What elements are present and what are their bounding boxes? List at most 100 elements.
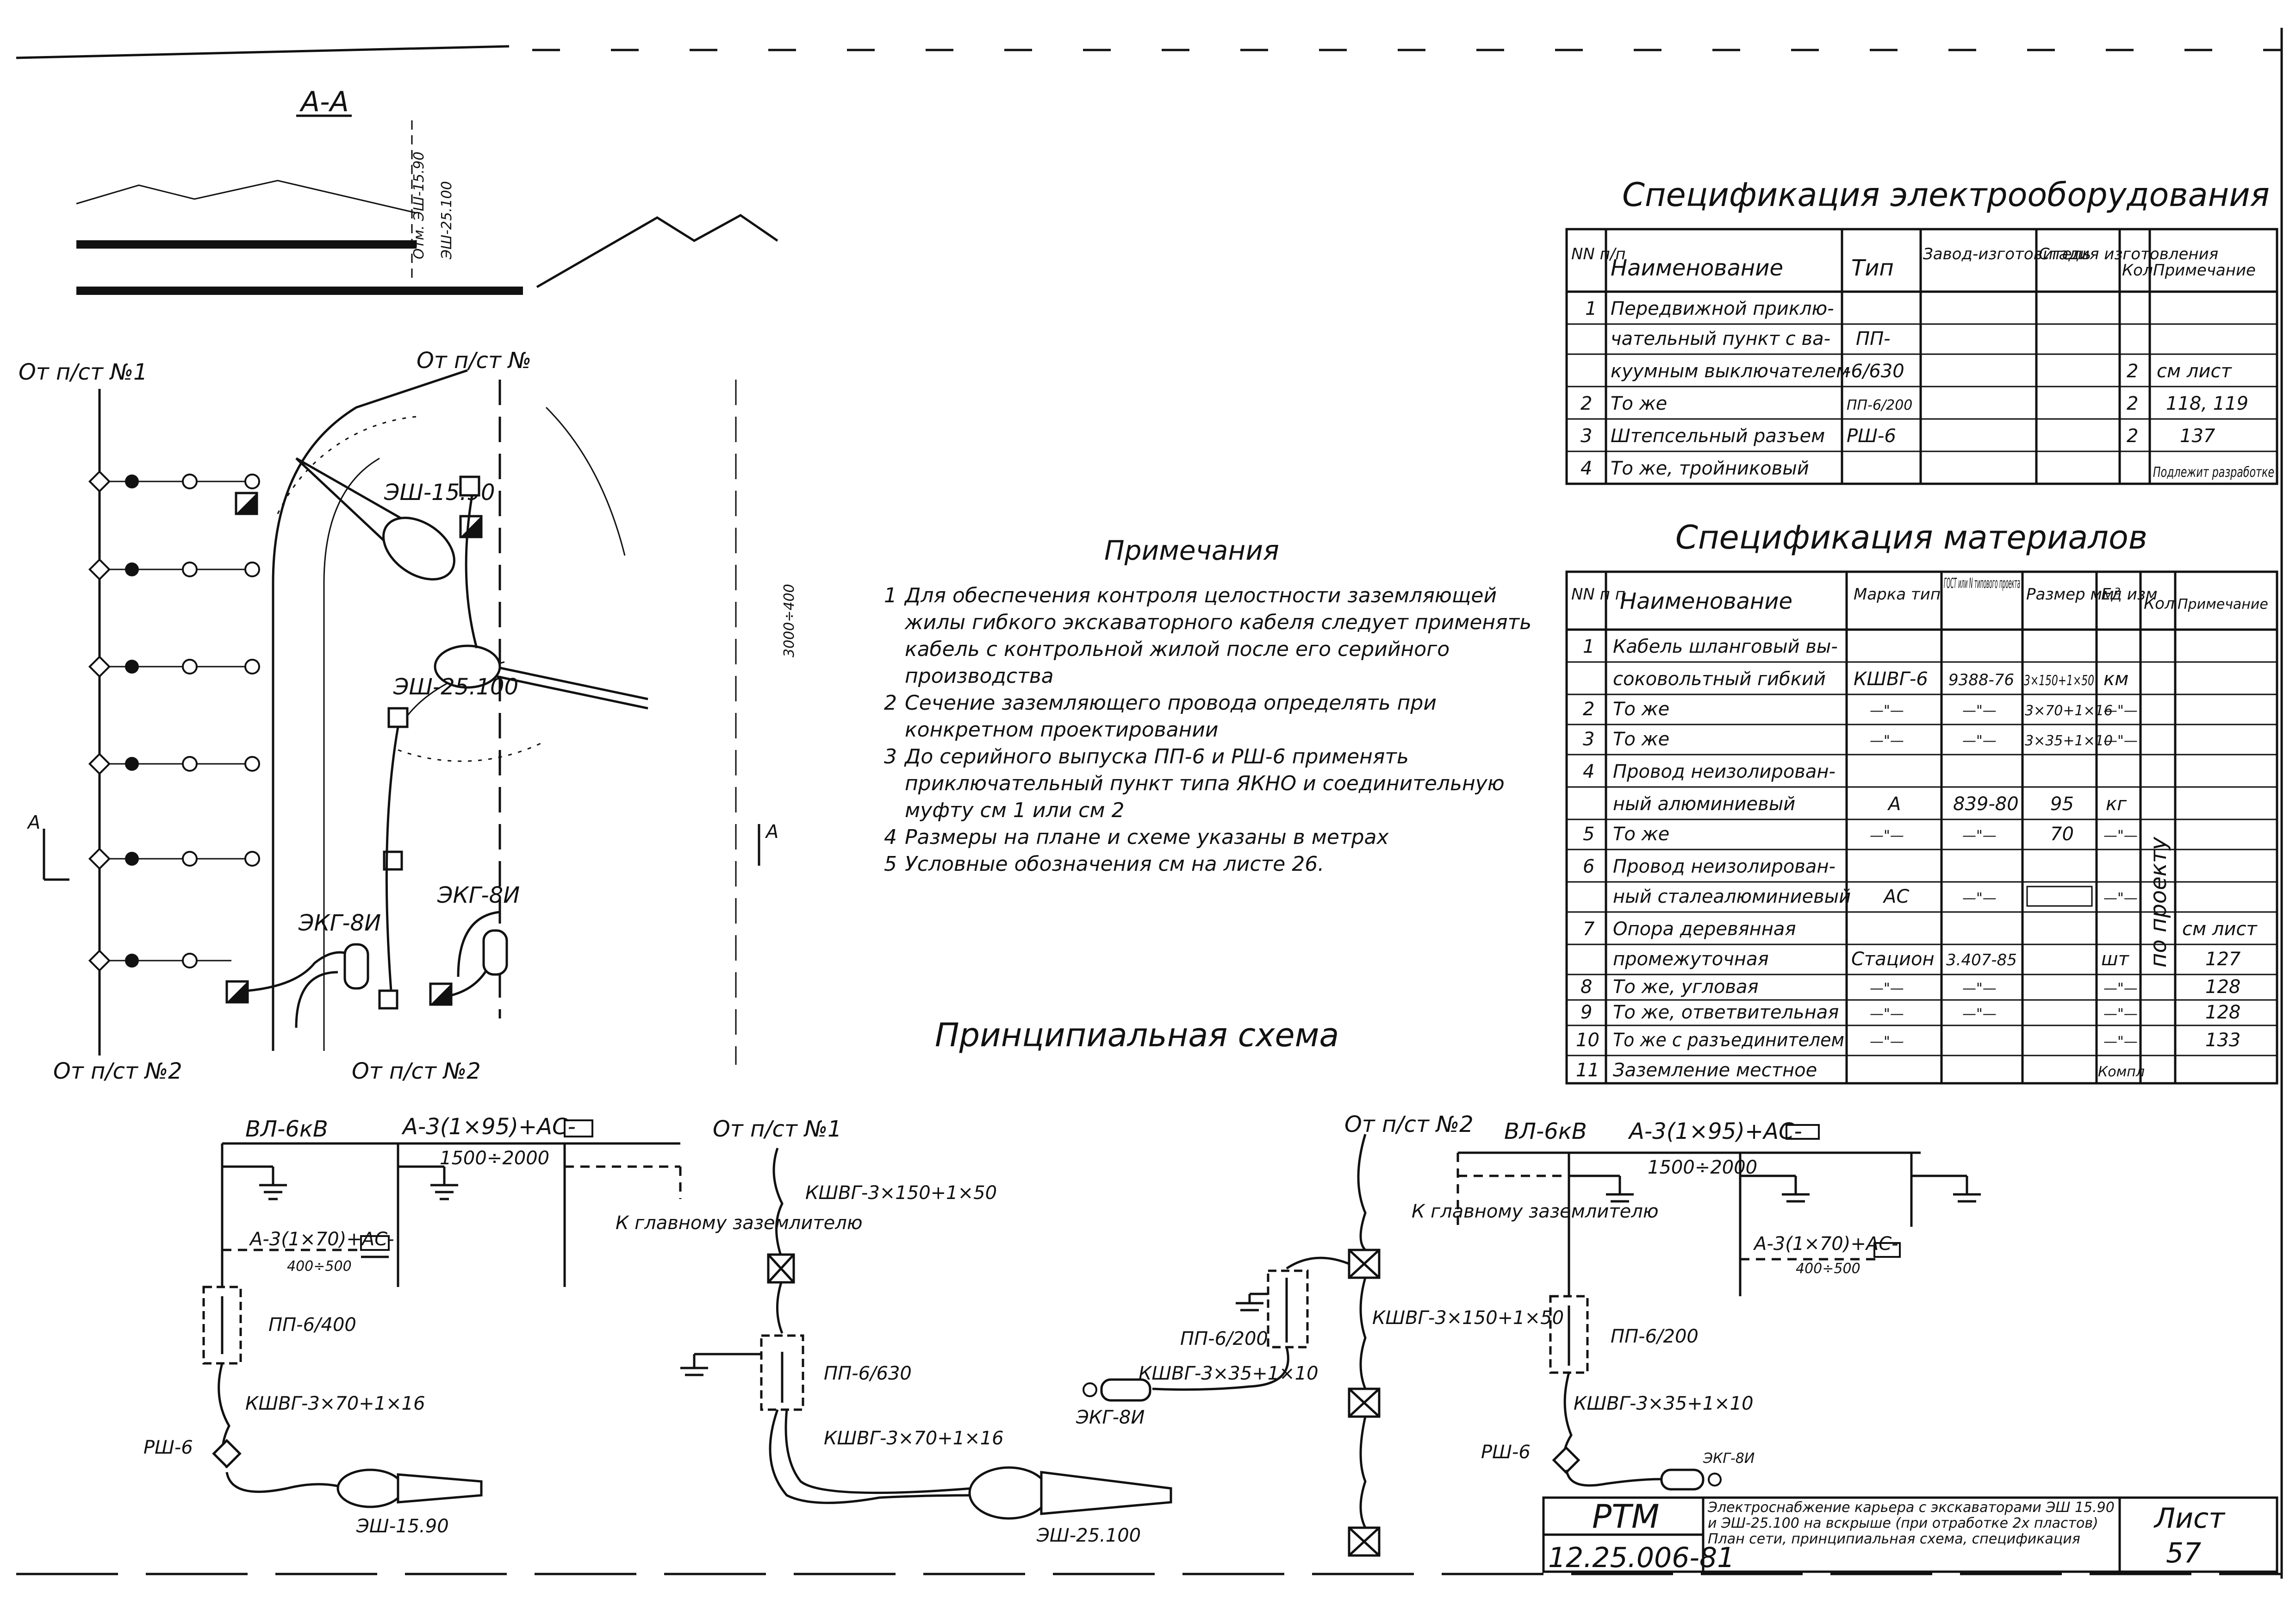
title-block: РТМ 12.25.006-81 Электроснабжение карьер…: [1542, 1496, 2278, 1574]
plan-ekg-b: ЭКГ-8И: [437, 882, 520, 908]
mat-r5-size: 95: [2050, 793, 2074, 815]
note-number: 2: [884, 691, 897, 715]
mat-r10-unit: шт: [2101, 949, 2130, 970]
mat-r14-num: 11: [1576, 1060, 1599, 1081]
eq-h-num: NN п/п: [1571, 245, 1626, 263]
section-label: А-А: [299, 86, 349, 118]
note-item: 3 До серийного выпуска ПП-6 и РШ-6 приме…: [884, 743, 1546, 824]
mat-r3-size: 3×35+1×10: [2025, 733, 2113, 749]
sch-left-machine: ЭШ-15.90: [356, 1516, 449, 1537]
mat-r8-brand: АС: [1882, 886, 1909, 907]
sch-left-cable: КШВГ-3×70+1×16: [245, 1393, 425, 1414]
mat-r11-gost: —"—: [1962, 981, 1997, 997]
mat-r5-brand: А: [1887, 793, 1901, 815]
mat-r8-unit: —"—: [2103, 890, 2138, 906]
mat-r10-brand: Стацион: [1851, 949, 1935, 970]
sch-left-rsh: РШ-6: [143, 1437, 193, 1458]
mat-r13-note: 133: [2205, 1030, 2240, 1051]
plan-esh25-label: ЭШ-25.100: [393, 674, 518, 700]
plan-dim-vertical: 3000÷400: [781, 584, 797, 657]
mat-r1-gost: 9388-76: [1948, 671, 2014, 689]
mat-r10-name: промежуточная: [1613, 949, 1769, 970]
mat-r4-num: 4: [1583, 761, 1594, 782]
sch-left-line: ВЛ-6кВ: [245, 1116, 328, 1142]
plan-switch-points: [225, 475, 483, 1010]
mat-r8-size-box: [2026, 886, 2093, 907]
sch-right-rsh: РШ-6: [1481, 1442, 1531, 1463]
mat-r8-name: ный сталеалюминиевый: [1613, 886, 1851, 907]
mat-r3-gost: —"—: [1962, 733, 1997, 749]
eq-r2-qty: 2: [2127, 361, 2138, 382]
mat-r1-size: 3×150+1×50: [2024, 673, 2094, 689]
sch-right-ground-1: К главному заземлителю: [1412, 1201, 1659, 1222]
sch-center-pp: ПП-6/200: [1180, 1328, 1268, 1349]
level-label-2: ЭШ-25.100: [439, 181, 455, 260]
section-a-a: А-А Отм. ЭШ-15.90 ЭШ-25.100: [76, 86, 778, 295]
tb-code-top: РТМ: [1592, 1498, 1659, 1536]
mat-r1-name: соковольтный гибкий: [1613, 668, 1826, 690]
note-text: Условные обозначения см на листе 26.: [905, 852, 1325, 876]
mat-r6-size: 70: [2050, 824, 2074, 845]
schematic-title: Принципиальная схема: [935, 1016, 1339, 1054]
sch-mid-cable-main: КШВГ-3×150+1×50: [805, 1182, 997, 1204]
sch-right-wire: А-3(1×95)+АС-: [1628, 1118, 1802, 1144]
eq-r3-type: ПП-6/200: [1847, 397, 1912, 413]
mat-h-name: Наименование: [1620, 588, 1792, 614]
mat-r12-note: 128: [2205, 1002, 2240, 1023]
sch-left-wire: А-3(1×95)+АС-: [401, 1114, 576, 1140]
eq-h-factory: Завод-изготовитель: [1923, 245, 2091, 263]
mat-r0-name: Кабель шланговый вы-: [1613, 636, 1838, 657]
mat-r12-brand: —"—: [1870, 1006, 1904, 1022]
mat-r14-name: Заземление местное: [1613, 1060, 1817, 1081]
mat-h-size: Размер мм²: [2026, 585, 2121, 604]
mat-r6-name: То же: [1613, 824, 1669, 845]
mat-r3-name: То же: [1613, 729, 1669, 750]
mat-r5-gost: 839-80: [1953, 793, 2019, 815]
eq-h-note: Примечание: [2153, 261, 2256, 280]
plan-from-ps2-bottom: От п/ст №2: [352, 1058, 481, 1084]
notes-title: Примечания: [1104, 535, 1279, 566]
mat-r3-brand: —"—: [1870, 733, 1904, 749]
esh-15-90-plan: [277, 416, 455, 581]
section-mark-a: [43, 824, 760, 881]
sheet-frame: [16, 28, 2283, 1579]
tb-description: Электроснабжение карьера с экскаваторами…: [1708, 1500, 2115, 1547]
mat-r1-brand: КШВГ-6: [1854, 668, 1928, 690]
eq-r0-name: Передвижной приклю-: [1611, 298, 1834, 319]
sch-right-branch-span: 400÷500: [1796, 1261, 1860, 1277]
mat-r14-unit: Компл: [2098, 1064, 2145, 1080]
sch-center-machine: ЭКГ-8И: [1076, 1407, 1145, 1428]
note-item: 4 Размеры на плане и схеме указаны в мет…: [884, 824, 1546, 851]
mat-r6-unit: —"—: [2103, 828, 2138, 844]
mat-h-gost: ГОСТ или N типового проекта: [1944, 575, 2020, 592]
mat-r12-num: 9: [1580, 1002, 1592, 1023]
mat-r6-brand: —"—: [1870, 828, 1904, 844]
plan-from-ps1-top: От п/ст №: [417, 348, 531, 374]
note-text: Размеры на плане и схеме указаны в метра…: [905, 825, 1389, 849]
tb-code-bottom: 12.25.006-81: [1548, 1542, 1735, 1574]
note-number: 1: [884, 584, 897, 607]
spec-equipment: Спецификация электрооборудования NN п/п …: [1565, 176, 2278, 485]
eq-r5-num: 4: [1580, 458, 1592, 479]
mat-r10-gost: 3.407-85: [1946, 951, 2017, 969]
mat-r0-num: 1: [1583, 636, 1594, 657]
mat-r12-gost: —"—: [1962, 1006, 1997, 1022]
network-plan: От п/ст №1 От п/ст № От п/ст №2 От п/ст …: [19, 348, 797, 1084]
note-item: 2 Сечение заземляющего провода определят…: [884, 690, 1546, 743]
tb-sheet-label: Лист: [2153, 1502, 2226, 1535]
eq-r5-note: Подлежит разработке: [2153, 464, 2274, 481]
ekg-8i-plan: [295, 911, 508, 1028]
mat-r4-name: Провод неизолирован-: [1613, 761, 1836, 782]
tb-sheet-no: 57: [2166, 1537, 2201, 1569]
mat-r5-unit: кг: [2106, 793, 2127, 815]
level-label-1: Отм. ЭШ-15.90: [411, 151, 427, 259]
spec-materials: Спецификация материалов: [1565, 518, 2278, 1085]
mat-r7-num: 6: [1583, 856, 1594, 877]
mat-r11-name: То же, угловая: [1613, 976, 1759, 998]
eq-h-type: Тип: [1851, 255, 1894, 281]
schematic-middle: От п/ст №1 КШВГ-3×150+1×50 ПП-6/630 КШВГ…: [680, 1116, 1172, 1546]
sch-center-cable-main: КШВГ-3×150+1×50: [1372, 1307, 1564, 1329]
mat-r11-num: 8: [1580, 976, 1592, 998]
spec-equipment-title: Спецификация электрооборудования: [1622, 176, 2270, 214]
